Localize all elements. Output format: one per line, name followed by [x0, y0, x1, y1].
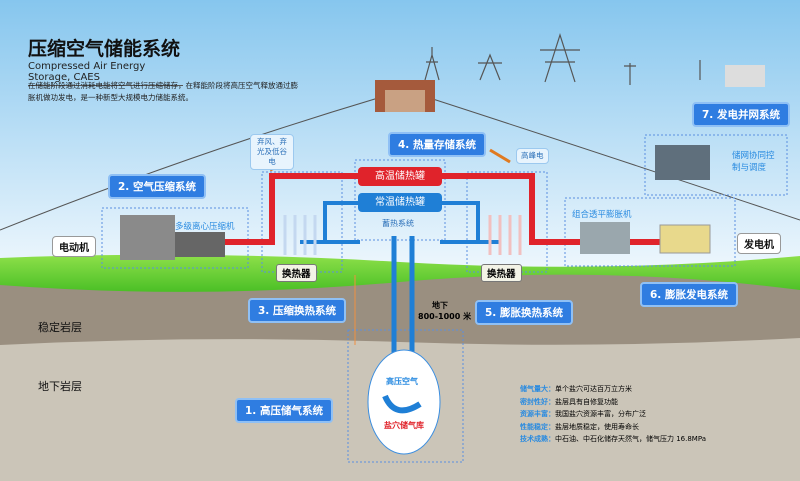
system-label-7: 7. 发电并网系统 [692, 102, 790, 127]
salt-cavern [367, 349, 441, 455]
depth-label: 地下 [432, 301, 448, 310]
generator-label: 发电机 [737, 233, 781, 254]
peak-power-callout: 高峰电 [516, 148, 549, 164]
generator-icon [659, 224, 711, 254]
stable-layer-label: 稳定岩层 [38, 321, 82, 334]
heat-storage-label: 蓄热系统 [382, 219, 414, 228]
motor-label: 电动机 [52, 236, 96, 257]
rock-layer-label: 地下岩层 [38, 380, 82, 393]
cold-tank: 常温储热罐 [358, 193, 442, 212]
system-label-3: 3. 压缩换热系统 [248, 298, 346, 323]
page-subtitle: Compressed Air Energy Storage, CAES [28, 61, 183, 86]
page-title: 压缩空气储能系统 [28, 38, 181, 60]
expander-label: 组合透平膨胀机 [572, 210, 632, 220]
compressor-label: 多级离心压缩机 [175, 222, 235, 232]
pylons [424, 33, 701, 85]
features-list: 储气量大：单个盐穴可达百万立方米 密封性好：盐层具有自修复功能 资源丰富：我国盐… [520, 383, 706, 446]
compressor-icon [175, 232, 225, 257]
feature-item: 密封性好：盐层具有自修复功能 [520, 397, 618, 406]
feature-item: 技术成熟：中石油、中石化储存天然气，储气压力 16.8MPa [520, 435, 707, 443]
power-plant-icon [725, 65, 765, 87]
system-label-6: 6. 膨胀发电系统 [640, 282, 738, 307]
cavern-name-label: 盐穴储气库 [384, 421, 424, 430]
input-power-callout: 弃风、弃光及低谷电 [250, 134, 294, 170]
well-pipes [391, 236, 415, 365]
depth-value: 800-1000 米 [418, 312, 472, 321]
airflow-icon [382, 394, 422, 414]
cavern-air-label: 高压空气 [386, 377, 418, 386]
page-description: 在储能阶段通过消耗电能将空气进行压缩储存，在释能阶段将高压空气释放通过膨胀机做功… [28, 81, 298, 102]
system-label-4: 4. 热量存储系统 [388, 132, 486, 157]
expander-icon [580, 222, 630, 254]
output-arrow [489, 148, 511, 164]
hot-tank: 高温储热罐 [358, 167, 442, 186]
control-room-icon [655, 145, 710, 180]
feature-item: 资源丰富：我国盐穴资源丰富，分布广泛 [520, 410, 646, 418]
system-label-2: 2. 空气压缩系统 [108, 174, 206, 199]
grid-control-label: 储网协同控制与调度 [732, 151, 775, 173]
heat-exchanger-right: 换热器 [481, 264, 522, 282]
feature-item: 储气量大：单个盐穴可达百万立方米 [520, 385, 632, 393]
system-label-1: 1. 高压储气系统 [235, 398, 333, 423]
feature-item: 性能稳定：盐层地质稳定，使用寿命长 [520, 422, 639, 431]
motor-icon [120, 215, 175, 260]
heat-exchanger-left: 换热器 [276, 264, 317, 282]
system-label-5: 5. 膨胀换热系统 [475, 300, 573, 325]
